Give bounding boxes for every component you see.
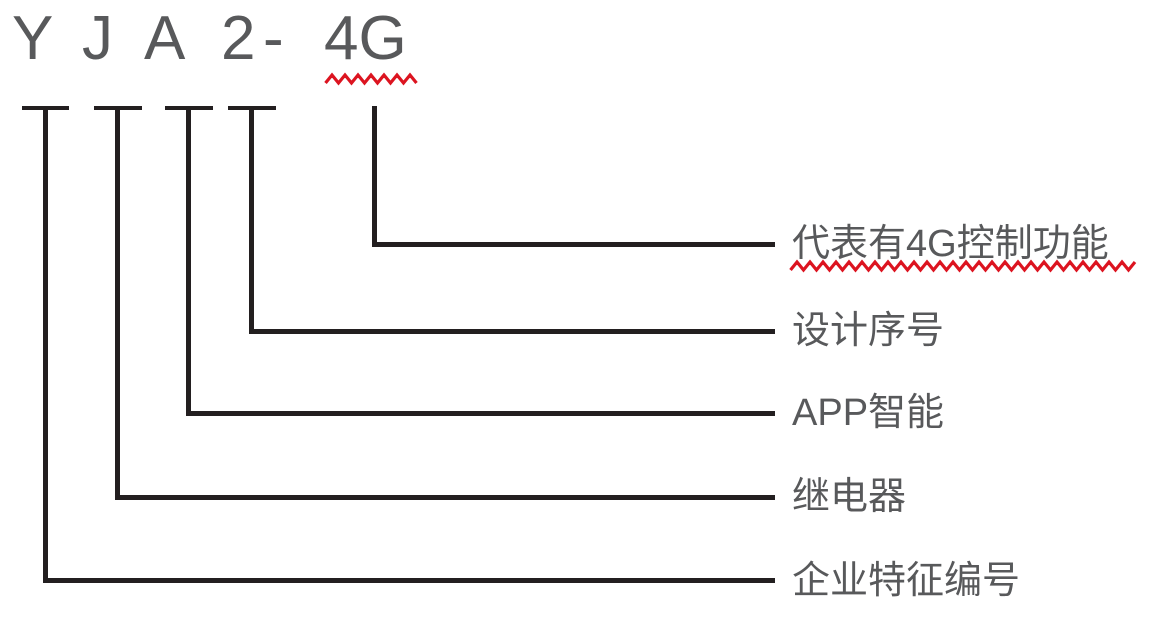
connector-4G-vertical xyxy=(372,106,377,247)
connector-A-vertical xyxy=(186,106,191,416)
connector-4G-horizontal xyxy=(372,242,775,247)
connector-2-vertical xyxy=(249,106,254,334)
code-char-4G: 4G xyxy=(324,4,407,73)
connector-A-horizontal xyxy=(186,411,775,416)
red-wavy-underline-4g-icon xyxy=(324,72,418,86)
connector-Y-horizontal xyxy=(43,578,775,583)
label-app-smart: APP智能 xyxy=(792,392,945,434)
label-design-serial-number: 设计序号 xyxy=(792,310,945,352)
label-enterprise-feature-code: 企业特征编号 xyxy=(792,560,1021,602)
code-char-A: A xyxy=(144,4,186,73)
red-wavy-underline-label-icon xyxy=(789,259,1137,273)
connector-Y-vertical xyxy=(43,106,48,583)
code-char-J: J xyxy=(82,4,113,73)
connector-J-vertical xyxy=(115,106,120,500)
code-char-2: 2 xyxy=(221,4,256,73)
connector-J-horizontal xyxy=(115,495,775,500)
label-relay: 继电器 xyxy=(792,476,907,518)
connector-2-horizontal xyxy=(249,329,775,334)
code-char-Y: Y xyxy=(12,4,54,73)
code-char-dash: - xyxy=(263,4,284,73)
label-4g-control-function: 代表有4G控制功能 xyxy=(792,223,1109,265)
